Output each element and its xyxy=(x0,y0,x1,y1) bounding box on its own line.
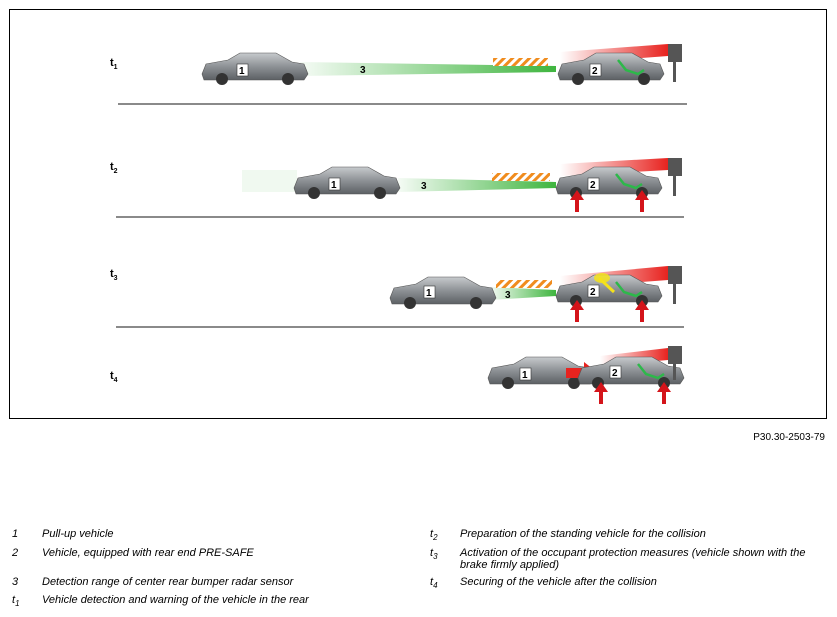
legend-text: Detection range of center rear bumper ra… xyxy=(42,576,294,588)
airbag xyxy=(594,273,610,283)
row-t2: t2 1 3 2 xyxy=(110,158,684,218)
legend-text: Vehicle, equipped with rear end PRE-SAFE xyxy=(42,547,254,559)
legend-item: 1 Pull-up vehicle xyxy=(12,528,114,540)
legend-key: t4 xyxy=(430,576,438,591)
legend-key: 1 xyxy=(12,528,19,540)
range-3-label: 3 xyxy=(505,290,511,301)
hatch-zone xyxy=(493,58,548,66)
brake-arrows xyxy=(594,382,671,404)
previous-path xyxy=(242,170,297,192)
time-label-t1: t1 xyxy=(110,57,118,71)
pull-up-vehicle xyxy=(293,166,401,199)
range-3-label: 3 xyxy=(421,181,427,192)
time-label-t3: t3 xyxy=(110,268,118,282)
legend-item: 2 Vehicle, equipped with rear end PRE-SA… xyxy=(12,547,254,559)
vehicle-1-label: 1 xyxy=(522,370,528,381)
traffic-light xyxy=(668,346,682,364)
pre-safe-diagram: t1 1 3 2 t2 1 3 xyxy=(110,44,687,404)
legend-item: t4 Securing of the vehicle after the col… xyxy=(430,576,657,590)
legend-key: t3 xyxy=(430,547,438,562)
legend-item: 3 Detection range of center rear bumper … xyxy=(12,576,293,588)
row-t3: t3 1 3 2 xyxy=(110,266,684,328)
hatch-zone xyxy=(492,173,550,181)
vehicle-1-label: 1 xyxy=(331,180,337,191)
vehicle-2-label: 2 xyxy=(592,66,598,77)
legend-text: Activation of the occupant protection me… xyxy=(460,547,806,571)
traffic-light xyxy=(668,158,682,176)
radar-range xyxy=(300,62,556,76)
legend-key: t2 xyxy=(430,528,438,543)
vehicle-2-label: 2 xyxy=(612,368,618,379)
legend-item: t2 Preparation of the standing vehicle f… xyxy=(430,528,706,542)
range-3-label: 3 xyxy=(360,65,366,76)
pull-up-vehicle xyxy=(389,276,497,309)
hatch-zone xyxy=(496,280,552,288)
time-label-t2: t2 xyxy=(110,161,118,175)
legend-key: 3 xyxy=(12,576,19,588)
legend-text: Vehicle detection and warning of the veh… xyxy=(42,594,309,606)
traffic-light xyxy=(668,266,682,284)
row-t1: t1 1 3 2 xyxy=(110,44,687,105)
vehicle-1-label: 1 xyxy=(426,288,432,299)
equipped-vehicle xyxy=(555,273,663,307)
legend-key: 2 xyxy=(12,547,19,559)
legend-key: t1 xyxy=(12,594,20,609)
brake-arrows xyxy=(570,190,649,212)
brake-arrows xyxy=(570,300,649,322)
vehicle-2-label: 2 xyxy=(590,180,596,191)
traffic-light xyxy=(668,44,682,62)
vehicle-1-label: 1 xyxy=(239,66,245,77)
vehicle-2-label: 2 xyxy=(590,287,596,298)
legend-text: Securing of the vehicle after the collis… xyxy=(460,576,657,588)
legend-text: Preparation of the standing vehicle for … xyxy=(460,528,706,540)
equipped-vehicle xyxy=(557,52,665,85)
radar-range xyxy=(398,178,556,192)
figure-frame xyxy=(9,9,827,419)
legend-item: t3 Activation of the occupant protection… xyxy=(430,547,810,571)
legend-item: t1 Vehicle detection and warning of the … xyxy=(12,594,309,608)
time-label-t4: t4 xyxy=(110,370,118,384)
legend-text: Pull-up vehicle xyxy=(42,528,114,540)
radar-range xyxy=(490,287,556,300)
pull-up-vehicle xyxy=(201,52,309,85)
figure-id: P30.30-2503-79 xyxy=(753,432,825,443)
row-t4: t4 1 2 xyxy=(110,346,685,404)
